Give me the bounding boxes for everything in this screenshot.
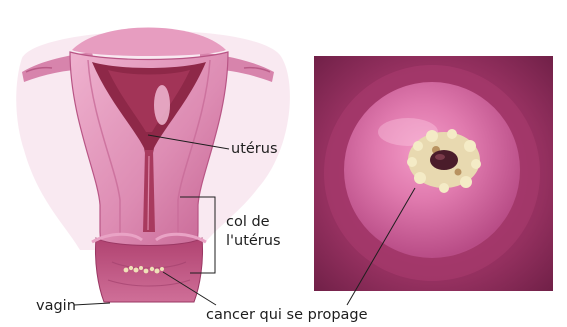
- uterus-diagram: [16, 28, 290, 303]
- vagina: [95, 238, 202, 302]
- external-os: [430, 150, 458, 170]
- vagina-leader: [74, 303, 110, 305]
- label-cancer: cancer qui se propage: [206, 306, 368, 325]
- label-cervix: col de l'utérus: [226, 213, 298, 251]
- fundus: [72, 28, 226, 57]
- label-uterus: utérus: [231, 140, 278, 159]
- label-vagina: vagin: [36, 297, 76, 316]
- cervix-closeup: [314, 56, 553, 291]
